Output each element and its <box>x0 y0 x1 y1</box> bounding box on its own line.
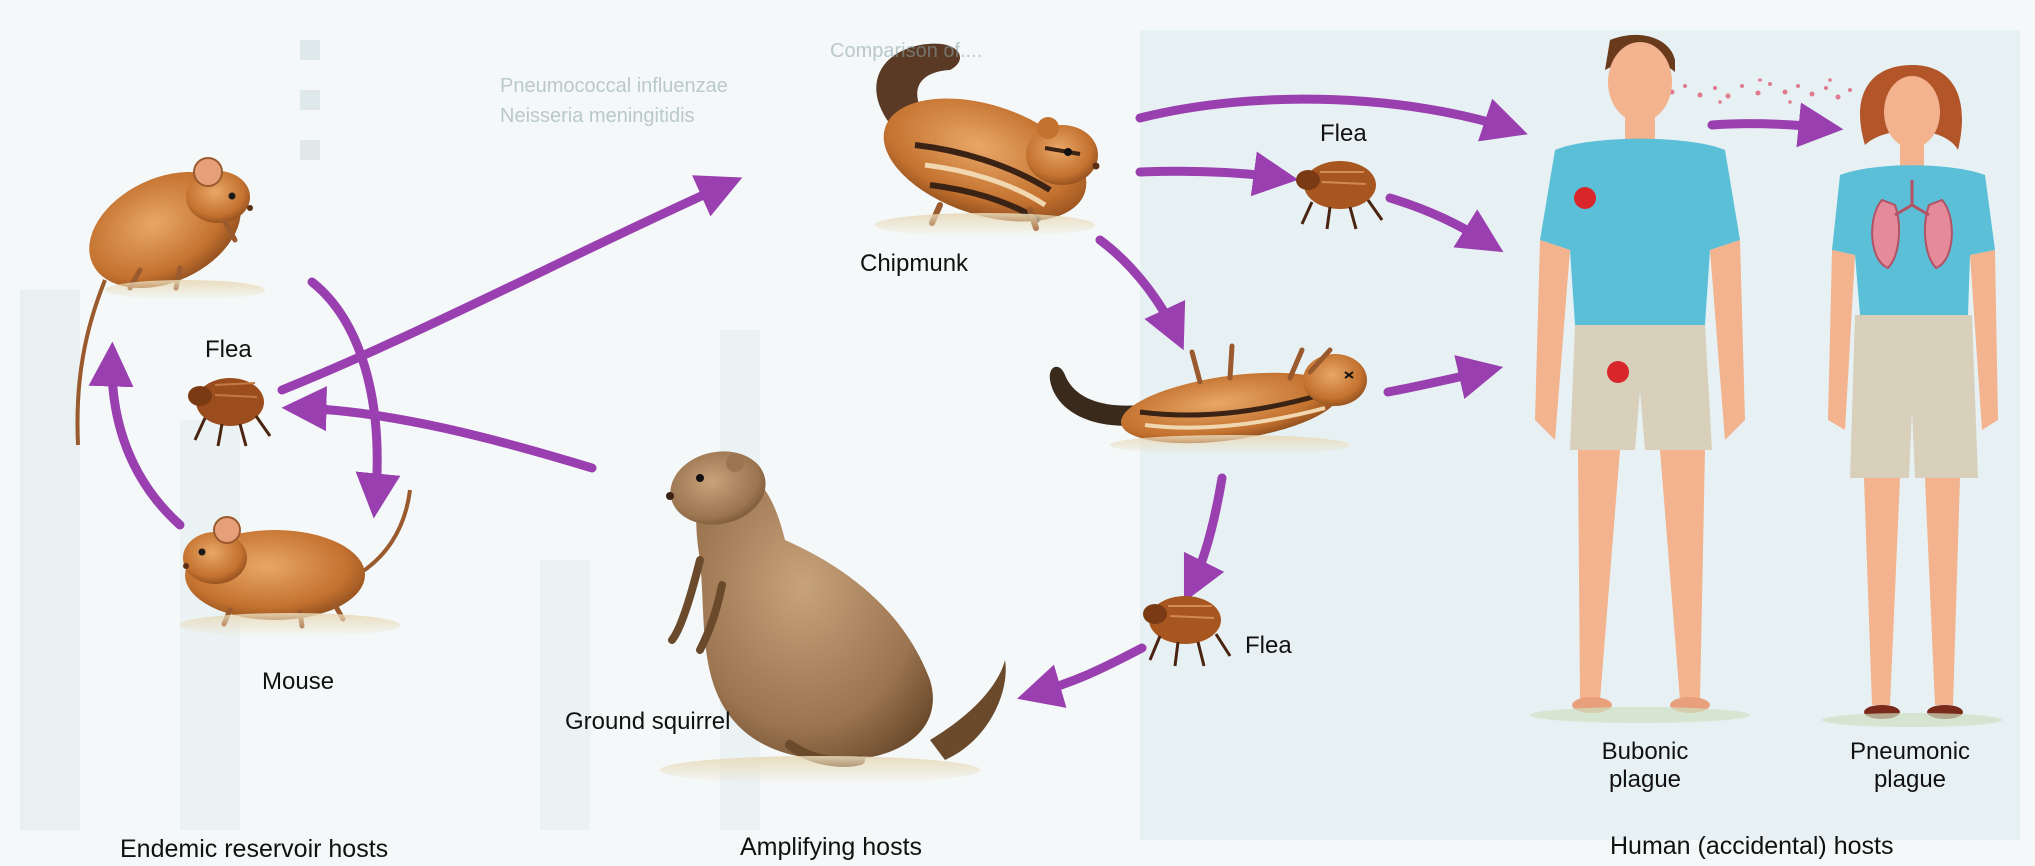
arrow-human-to-human <box>1712 124 1830 128</box>
arrow-flea-to-chipmunk <box>282 183 730 390</box>
bubonic-label-line2: plague <box>1590 766 1700 794</box>
mouse-label: Mouse <box>262 668 334 696</box>
arrow-squirrel-to-flea <box>295 408 592 468</box>
ground-squirrel-label: Ground squirrel <box>565 708 730 736</box>
flea-bottom-label: Flea <box>1245 632 1292 660</box>
background-text-1: Comparison of.... <box>830 40 982 63</box>
pneumonic-label-line1: Pneumonic <box>1840 738 1980 766</box>
flea-top-label: Flea <box>1320 120 1367 148</box>
bubonic-label-line1: Bubonic <box>1590 738 1700 766</box>
flea-left-label: Flea <box>205 336 252 364</box>
chipmunk <box>868 44 1102 245</box>
chipmunk-label: Chipmunk <box>860 250 968 278</box>
bubonic-plague-label: Bubonic plague <box>1590 738 1700 794</box>
amplifying-hosts-caption: Amplifying hosts <box>740 833 922 861</box>
background-text-3: Neisseria meningitidis <box>500 105 695 128</box>
pneumonic-label-line2: plague <box>1840 766 1980 794</box>
pneumonic-plague-label: Pneumonic plague <box>1840 738 1980 794</box>
arrow-flea-to-squirrel <box>1030 648 1142 695</box>
endemic-reservoir-caption: Endemic reservoir hosts <box>120 835 388 863</box>
arrow-bottom-mouse-to-top-mouse <box>112 355 180 525</box>
human-hosts-caption: Human (accidental) hosts <box>1610 832 1893 860</box>
background-text-2: Pneumococcal influenzae <box>500 75 728 98</box>
arrow-top-mouse-to-bottom-mouse <box>312 282 377 505</box>
